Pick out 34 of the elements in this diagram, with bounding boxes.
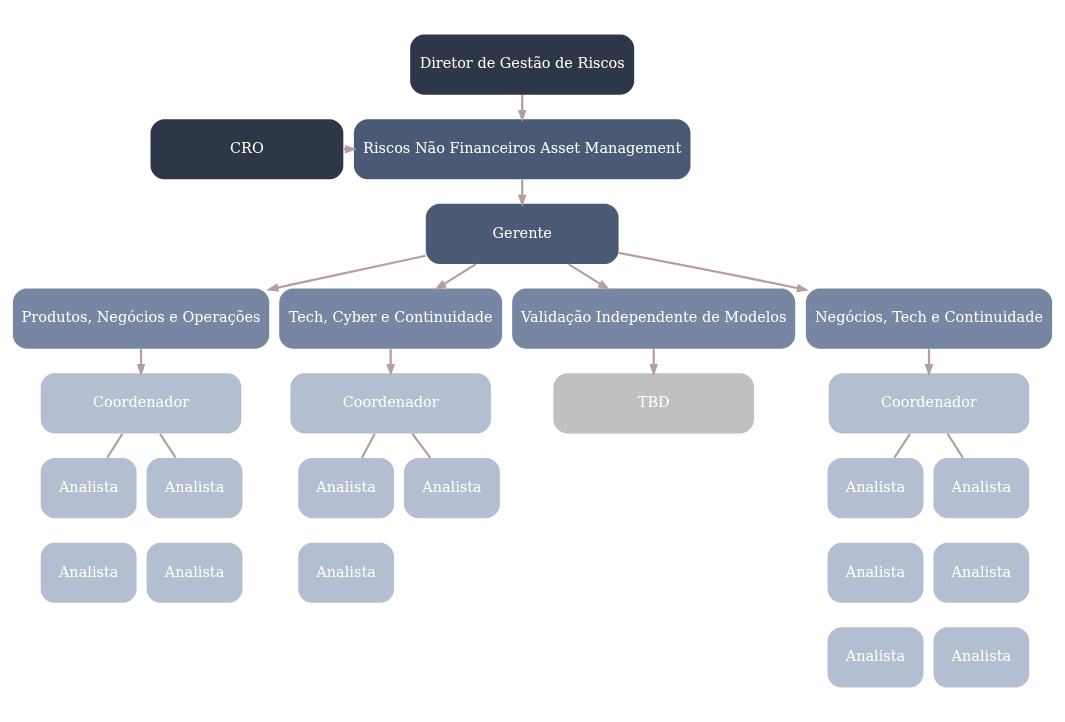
node-box: Coordenador	[290, 373, 491, 434]
connector	[106, 433, 124, 459]
node-box: Analista	[933, 457, 1030, 519]
node-box: Diretor de Gestão de Riscos	[410, 34, 635, 95]
arrow	[567, 263, 611, 291]
node-box: Validação Independente de Modelos	[512, 288, 796, 349]
node-box: Riscos Não Financeiros Asset Management	[353, 119, 691, 180]
node-box: Analista	[40, 457, 137, 519]
arrow	[618, 251, 810, 293]
node-box: Coordenador	[828, 373, 1030, 434]
connector	[946, 433, 964, 459]
connector	[411, 433, 432, 459]
node-box: Analista	[146, 542, 243, 603]
node-box: Analista	[298, 457, 395, 519]
node-box: Analista	[933, 627, 1030, 688]
node-box: Analista	[146, 457, 243, 519]
node-box: Analista	[298, 542, 395, 603]
node-box: Coordenador	[40, 373, 242, 434]
node-box: Analista	[404, 457, 500, 519]
node-box: Produtos, Negócios e Operações	[12, 288, 270, 349]
connector	[893, 433, 911, 459]
node-box: Analista	[827, 627, 924, 688]
node-box: Negócios, Tech e Continuidade	[805, 288, 1053, 349]
arrow	[434, 263, 477, 291]
node-box: TBD	[553, 373, 754, 434]
node-box: Analista	[933, 542, 1030, 603]
node-box: Analista	[40, 542, 137, 603]
node-box: Analista	[827, 457, 924, 519]
node-box: Analista	[827, 542, 924, 603]
connector	[360, 433, 376, 459]
node-box: Gerente	[425, 203, 619, 265]
connector	[159, 433, 177, 459]
arrow	[266, 254, 426, 292]
node-box: Tech, Cyber e Continuidade	[279, 288, 503, 349]
